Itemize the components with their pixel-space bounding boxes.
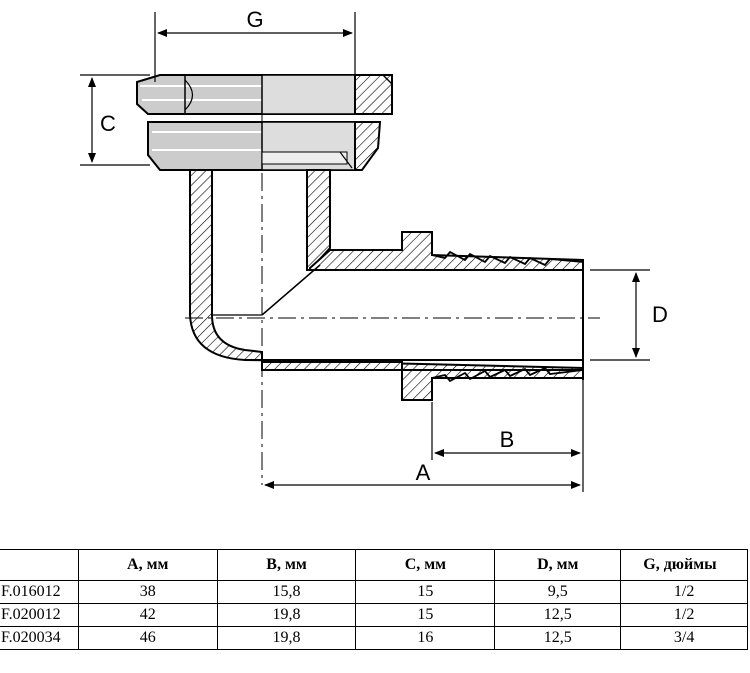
table-row: F.020034 46 19,8 16 12,5 3/4 — [0, 626, 748, 650]
cell-b: 19,8 — [216, 626, 357, 650]
center-lines — [185, 80, 600, 485]
header-a: A, мм — [77, 549, 218, 581]
table-row: F.016012 38 15,8 15 9,5 1/2 — [0, 580, 748, 604]
cell-c: 15 — [355, 603, 496, 627]
cell-a: 38 — [77, 580, 218, 604]
dimension-lines — [80, 12, 650, 492]
union-nut — [136, 74, 393, 115]
cell-g: 1/2 — [620, 580, 748, 604]
dimension-labels: G C D B A — [100, 7, 668, 485]
cell-model: F.020034 — [0, 626, 79, 650]
table-row: F.020012 42 19,8 15 12,5 1/2 — [0, 603, 748, 627]
dim-label-d: D — [652, 302, 668, 327]
cell-c: 16 — [355, 626, 496, 650]
cell-g: 3/4 — [620, 626, 748, 650]
header-c: C, мм — [355, 549, 496, 581]
cell-g: 1/2 — [620, 603, 748, 627]
header-b: B, мм — [216, 549, 357, 581]
fitting-drawing: G C D B A — [80, 7, 668, 492]
cell-model: F.016012 — [0, 580, 79, 604]
cell-a: 46 — [77, 626, 218, 650]
cell-b: 19,8 — [216, 603, 357, 627]
table-header-row: A, мм B, мм C, мм D, мм G, дюймы — [0, 549, 748, 581]
cell-d: 12,5 — [494, 603, 622, 627]
cell-d: 9,5 — [494, 580, 622, 604]
header-d: D, мм — [494, 549, 622, 581]
cell-b: 15,8 — [216, 580, 357, 604]
cell-c: 15 — [355, 580, 496, 604]
cell-d: 12,5 — [494, 626, 622, 650]
header-model — [0, 549, 79, 581]
dim-label-b: B — [500, 427, 515, 452]
dim-label-g: G — [246, 7, 263, 32]
cell-model: F.020012 — [0, 603, 79, 627]
cell-a: 42 — [77, 603, 218, 627]
spec-table: A, мм B, мм C, мм D, мм G, дюймы F.01601… — [0, 549, 748, 650]
dim-label-c: C — [100, 111, 116, 136]
dim-label-a: A — [416, 460, 431, 485]
header-g: G, дюймы — [620, 549, 748, 581]
collar — [147, 121, 382, 171]
elbow-body — [189, 169, 584, 401]
